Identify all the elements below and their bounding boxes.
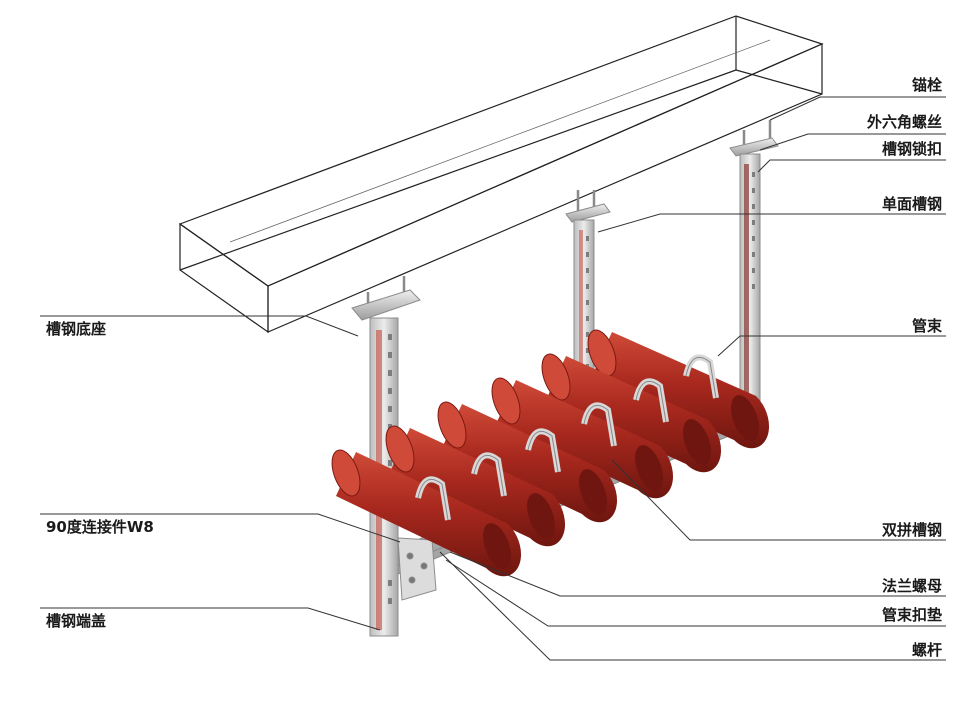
duct-box: [178, 15, 824, 334]
leader-channel-lock: [757, 159, 946, 173]
label-double-channel: 双拼槽钢: [881, 521, 942, 539]
channel-bases: [351, 137, 779, 321]
leader-pipe-clamp: [717, 335, 946, 357]
leader-single-channel: [597, 213, 946, 233]
pipe-3: [491, 377, 673, 499]
pipe-1: [385, 425, 566, 547]
leader-connector-90: [40, 513, 401, 543]
leader-anchor-bolt: [769, 96, 946, 121]
leader-threaded-rod: [439, 551, 946, 661]
pipe-2: [437, 401, 618, 523]
label-channel-lock: 槽钢锁扣: [881, 140, 942, 158]
pipe-clamp-edges: [417, 356, 717, 521]
pipe-4: [541, 353, 722, 473]
label-single-channel: 单面槽钢: [881, 195, 942, 213]
leader-end-cap: [40, 607, 381, 631]
leader-double-channel: [611, 459, 946, 541]
label-channel-end-cap: 槽钢端盖: [46, 612, 107, 630]
pipe-5: [587, 329, 770, 449]
label-pipe-clamp: 管束: [911, 317, 942, 335]
label-connector-90: 90度连接件W8: [46, 518, 154, 536]
label-threaded-rod: 螺杆: [911, 641, 942, 659]
leader-hex-bolt: [759, 133, 946, 151]
leader-clamp-washer: [445, 559, 946, 627]
label-clamp-washer: 管束扣垫: [881, 606, 942, 624]
label-channel-base: 槽钢底座: [46, 320, 107, 338]
label-hex-bolt: 外六角螺丝: [866, 113, 942, 131]
leader-flange-nut: [449, 551, 946, 597]
pipes: [331, 329, 770, 577]
label-anchor-bolt: 锚栓: [911, 76, 942, 94]
label-flange-nut: 法兰螺母: [881, 577, 942, 595]
pipe-0: [331, 449, 522, 577]
leader-channel-base: [40, 315, 359, 337]
leader-lines: [40, 96, 946, 661]
